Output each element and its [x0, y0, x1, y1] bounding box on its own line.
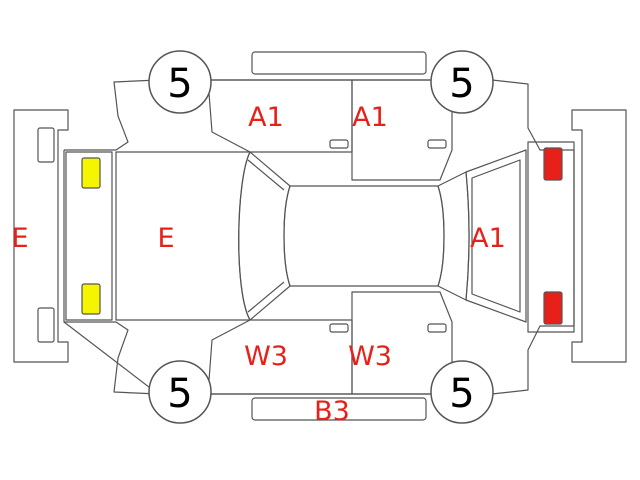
- front-bumper-panel: [13, 109, 69, 363]
- left-front-door: [207, 79, 353, 153]
- front-left-fog-lamp: [37, 127, 55, 163]
- rear-left-tail-lamp: [543, 147, 563, 181]
- tire-front-right: 5: [148, 360, 212, 424]
- front-right-headlamp: [81, 283, 101, 315]
- hood-code: E: [157, 223, 174, 254]
- tire-rear-right: 5: [430, 360, 494, 424]
- tire-front-left: 5: [148, 50, 212, 114]
- tire-front-left-grade: 5: [167, 61, 192, 107]
- tire-rear-left-grade: 5: [449, 61, 474, 107]
- front-left-headlamp: [81, 157, 101, 189]
- rear-lamp-housing: [527, 141, 575, 333]
- right-side-sill: [251, 397, 427, 421]
- tire-rear-left: 5: [430, 50, 494, 114]
- rear-right-tail-lamp: [543, 291, 563, 325]
- right-rear-door-code: W3: [348, 341, 392, 372]
- front-right-fog-lamp: [37, 307, 55, 343]
- right-front-door: [207, 319, 353, 395]
- tire-rear-right-grade: 5: [449, 371, 474, 417]
- left-rear-door-code: A1: [352, 102, 388, 133]
- left-rear-door-handle: [427, 139, 447, 149]
- trunk-panel: [465, 149, 527, 323]
- right-side-sill-code: B3: [314, 396, 350, 427]
- trunk-lid-inner: [471, 159, 521, 313]
- trunk-code: A1: [470, 223, 506, 254]
- left-side-sill: [251, 51, 427, 75]
- windshield: [238, 151, 291, 321]
- rear-bumper-panel: [571, 109, 627, 363]
- left-front-door-code: A1: [248, 102, 284, 133]
- hood-panel: [115, 151, 251, 321]
- tire-front-right-grade: 5: [167, 371, 192, 417]
- right-front-door-handle: [329, 323, 349, 333]
- front-bumper-code: E: [11, 223, 28, 254]
- a-pillar-lines: [247, 159, 285, 313]
- roof-panel: [283, 185, 445, 287]
- right-front-door-code: W3: [244, 341, 288, 372]
- right-rear-door-handle: [427, 323, 447, 333]
- left-front-door-handle: [329, 139, 349, 149]
- front-lamp-housing: [65, 151, 113, 321]
- rear-glass: [437, 171, 470, 301]
